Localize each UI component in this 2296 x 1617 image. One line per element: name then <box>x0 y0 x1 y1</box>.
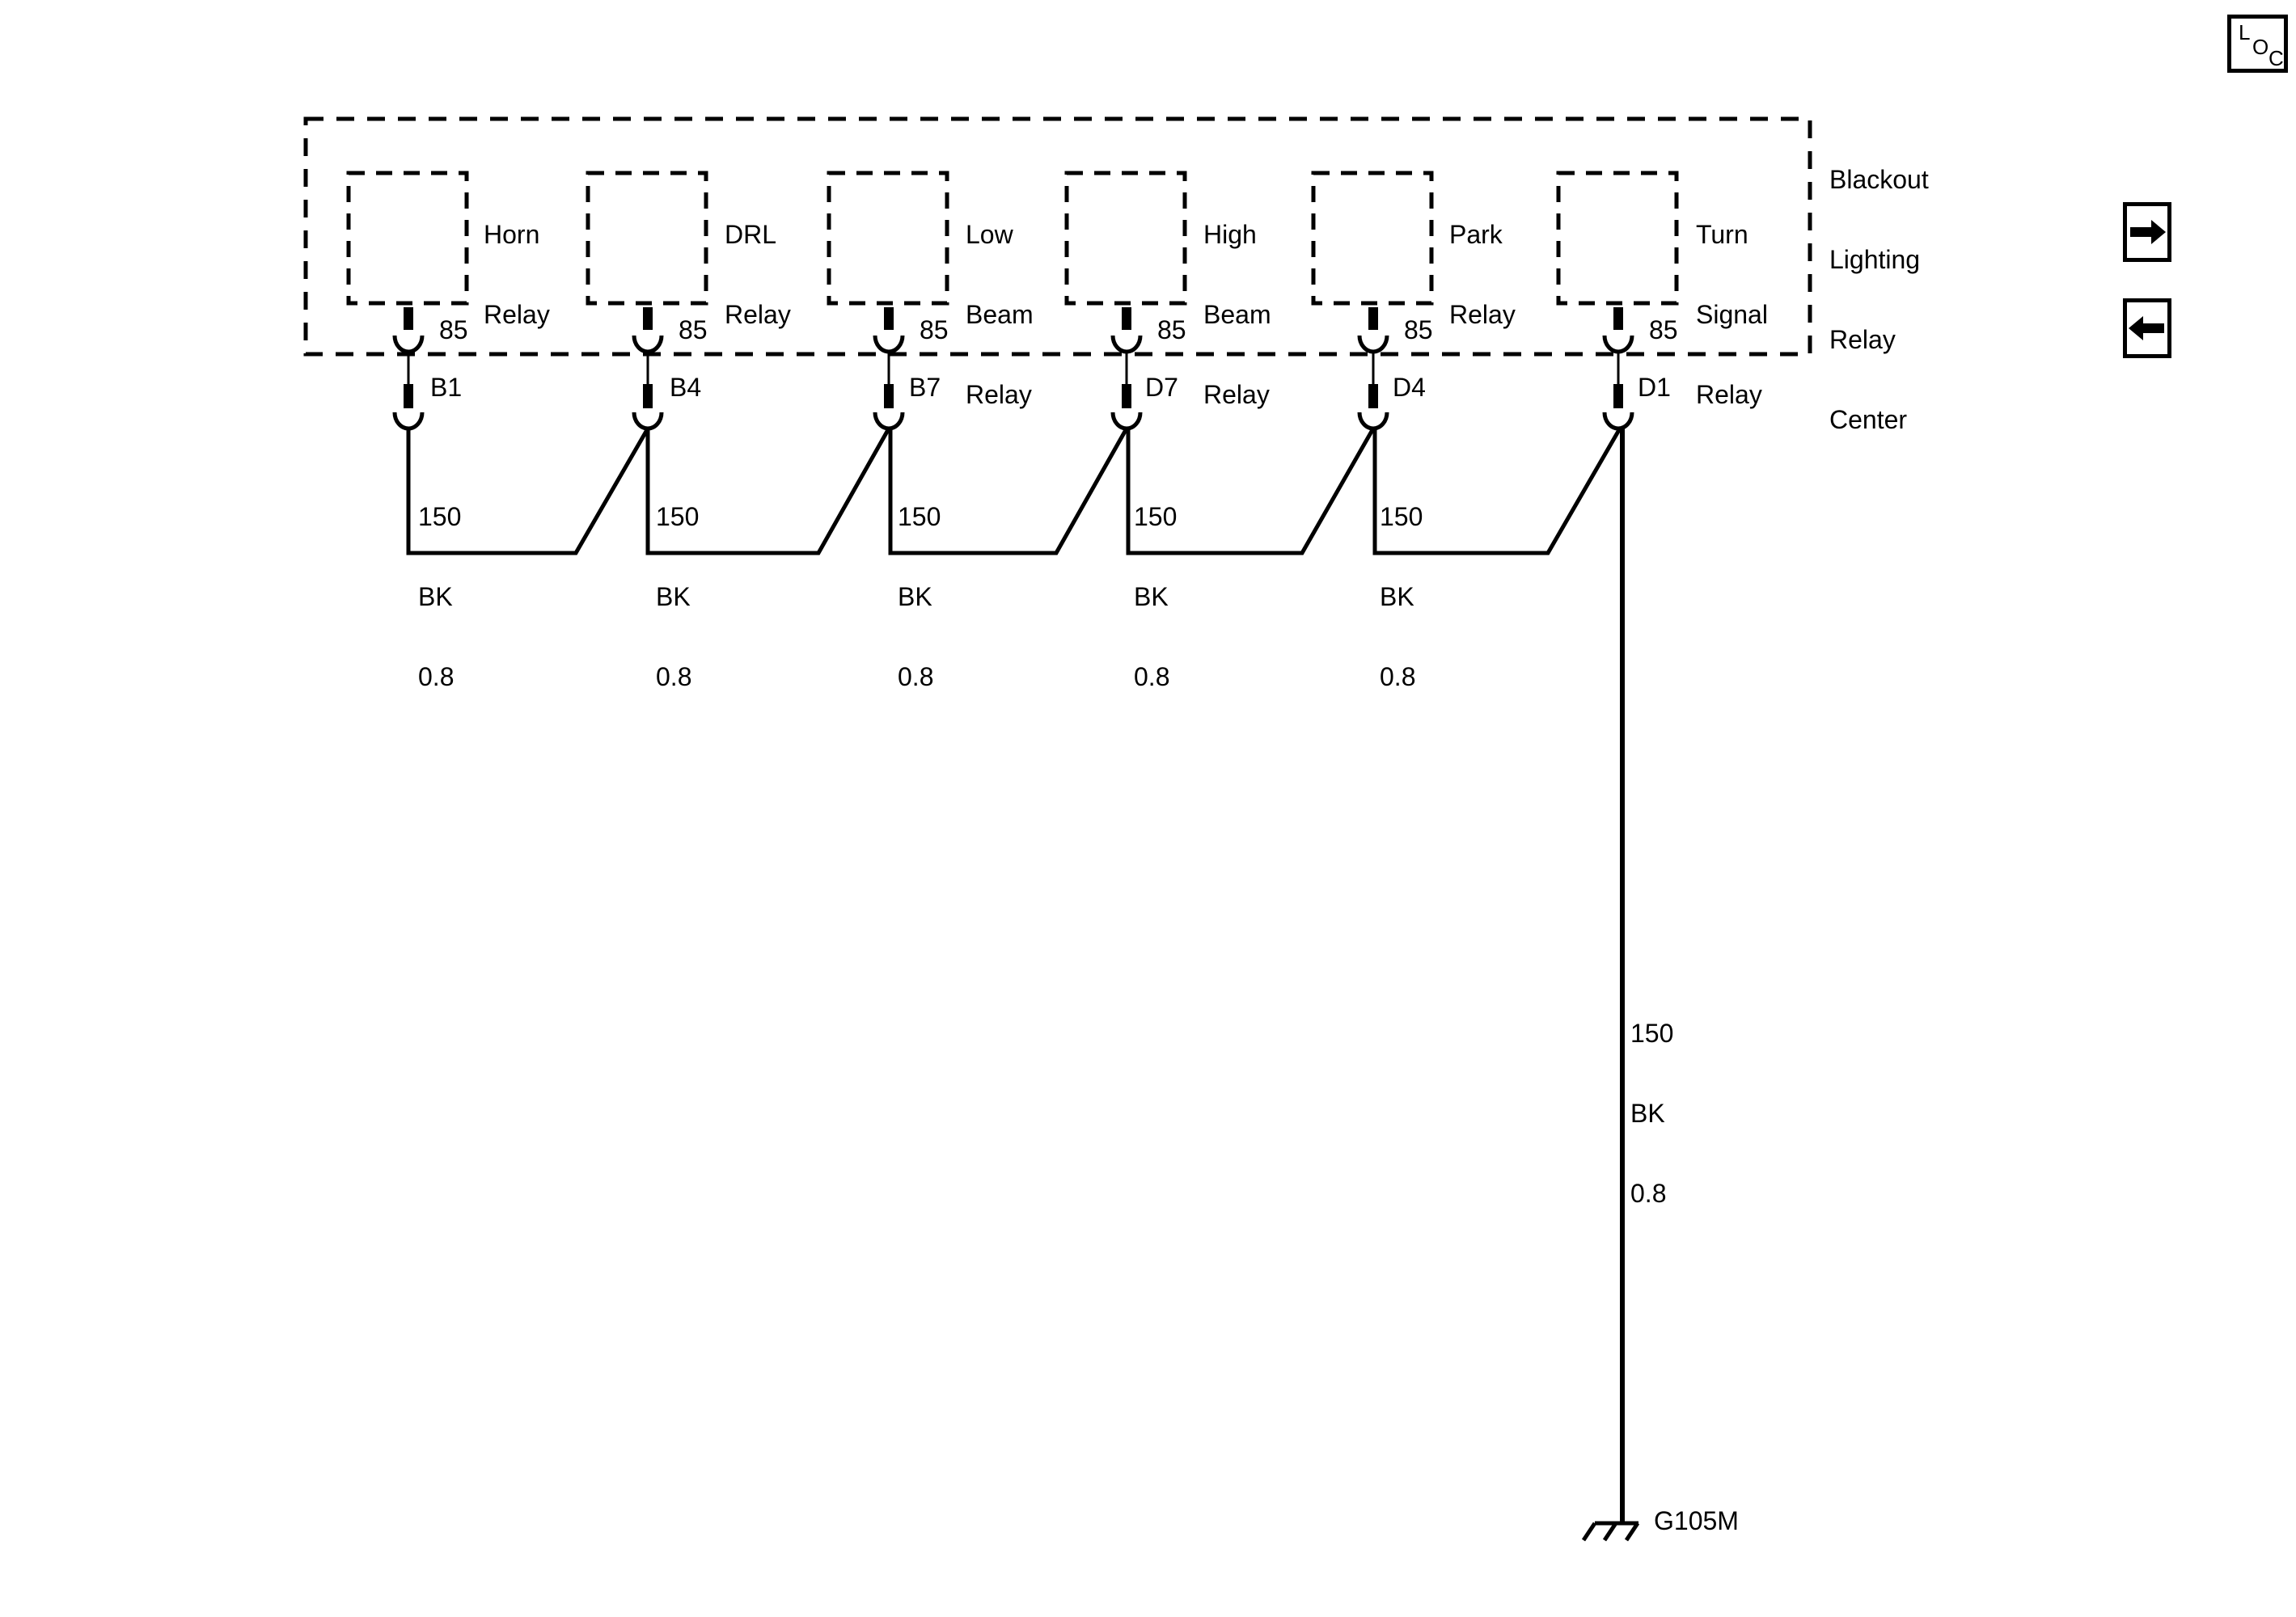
relay-label-low-beam: Low Beam Relay <box>966 220 1034 409</box>
connector-low-beam <box>873 307 905 431</box>
connector-drl <box>632 307 664 431</box>
relay-label-horn: Horn Relay <box>484 220 550 329</box>
wire-label: 150 BK 0.8 <box>1380 502 1423 691</box>
ground-symbol-icon <box>1581 1521 1640 1542</box>
loc-letter: L <box>2239 20 2251 44</box>
wire-label: 150 BK 0.8 <box>898 502 941 691</box>
arrow-left-icon <box>2129 316 2164 340</box>
wire-park-to-turn-signal <box>1372 427 1622 555</box>
wire-label: 150 BK 0.8 <box>418 502 462 691</box>
relay-box-drl <box>586 171 708 306</box>
loc-letter: O <box>2252 35 2269 59</box>
pin-number: 85 <box>920 315 949 344</box>
wire-high-beam-to-park <box>1126 427 1376 555</box>
prev-page-button[interactable] <box>2123 298 2171 358</box>
relay-label-high-beam: High Beam Relay <box>1203 220 1271 409</box>
relay-label-turn-signal: Turn Signal Relay <box>1696 220 1768 409</box>
cavity-label: D7 <box>1145 373 1178 402</box>
relay-center-outline <box>303 116 1812 357</box>
cavity-label: B1 <box>430 373 463 402</box>
connector-horn <box>392 307 425 431</box>
loc-button[interactable]: L O C <box>2227 15 2288 73</box>
next-page-button[interactable] <box>2123 202 2171 262</box>
ground-wire-label: 150 BK 0.8 <box>1630 1019 1674 1208</box>
relay-box-turn-signal <box>1556 171 1679 306</box>
cavity-label: B7 <box>909 373 941 402</box>
module-label-line: Blackout <box>1829 165 1929 194</box>
cavity-label: B4 <box>670 373 702 402</box>
loc-letter: C <box>2269 46 2284 70</box>
pin-number: 85 <box>1649 315 1678 344</box>
ground-wires <box>406 427 1625 1524</box>
module-label-line: Relay <box>1829 325 1896 354</box>
pin-number: 85 <box>679 315 708 344</box>
connector-park <box>1357 307 1389 431</box>
relay-box-horn <box>346 171 469 306</box>
module-label-line: Lighting <box>1829 245 1921 274</box>
pin-number: 85 <box>1157 315 1186 344</box>
relay-box-high-beam <box>1064 171 1187 306</box>
wire-drl-to-low-beam <box>645 427 891 555</box>
connector-high-beam <box>1110 307 1143 431</box>
wire-low-beam-to-high-beam <box>888 427 1129 555</box>
arrow-right-icon <box>2130 220 2166 244</box>
wire-label: 150 BK 0.8 <box>1134 502 1178 691</box>
pin-number: 85 <box>439 315 468 344</box>
module-label-line: Center <box>1829 405 1908 434</box>
wire-label: 150 BK 0.8 <box>656 502 700 691</box>
relay-box-park <box>1311 171 1434 306</box>
relay-box-low-beam <box>827 171 949 306</box>
ground-label: G105M <box>1654 1506 1739 1535</box>
relay-boxes <box>346 171 1679 306</box>
connector-turn-signal <box>1602 307 1634 431</box>
pin-number: 85 <box>1404 315 1433 344</box>
module-label: Blackout Lighting Relay Center <box>1829 113 1929 460</box>
wire-horn-to-drl <box>406 427 650 555</box>
connectors <box>392 307 1634 431</box>
relay-label-park: Park Relay <box>1449 220 1516 329</box>
cavity-label: D1 <box>1638 373 1671 402</box>
cavity-label: D4 <box>1393 373 1426 402</box>
relay-label-drl: DRL Relay <box>725 220 791 329</box>
